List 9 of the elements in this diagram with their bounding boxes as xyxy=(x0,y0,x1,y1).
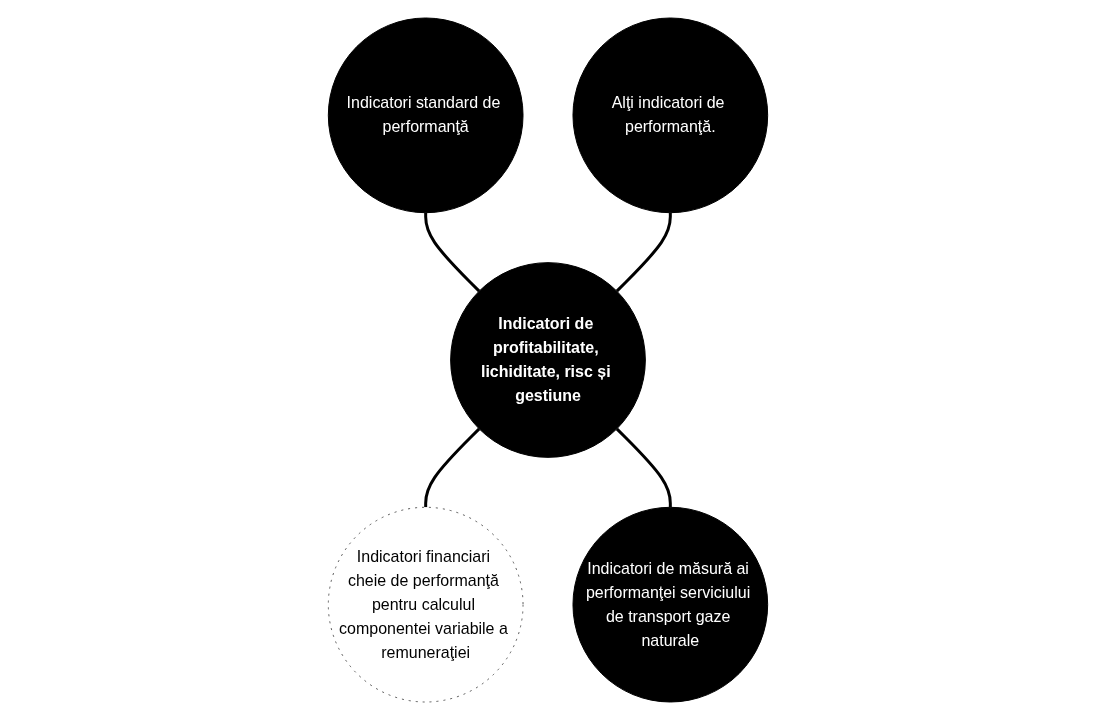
node-circle: Indicatori financiari cheie de performanţă pentru calculul componentei variabile a remuneraţiei xyxy=(327,506,524,703)
node-circle: Indicatori de profitabilitate, lichiditate, risc și gestiune xyxy=(449,262,646,458)
node-circle: Indicatori standard de performanţă xyxy=(327,17,524,214)
connector xyxy=(615,212,672,293)
node-circle: Indicatori de măsură ai performanţei serviciului de transport gaze naturale xyxy=(571,506,768,703)
node-circle: Alţi indicatori de performanţă. xyxy=(571,17,768,214)
connector xyxy=(423,212,480,293)
connector xyxy=(615,427,672,508)
connector xyxy=(423,427,480,508)
